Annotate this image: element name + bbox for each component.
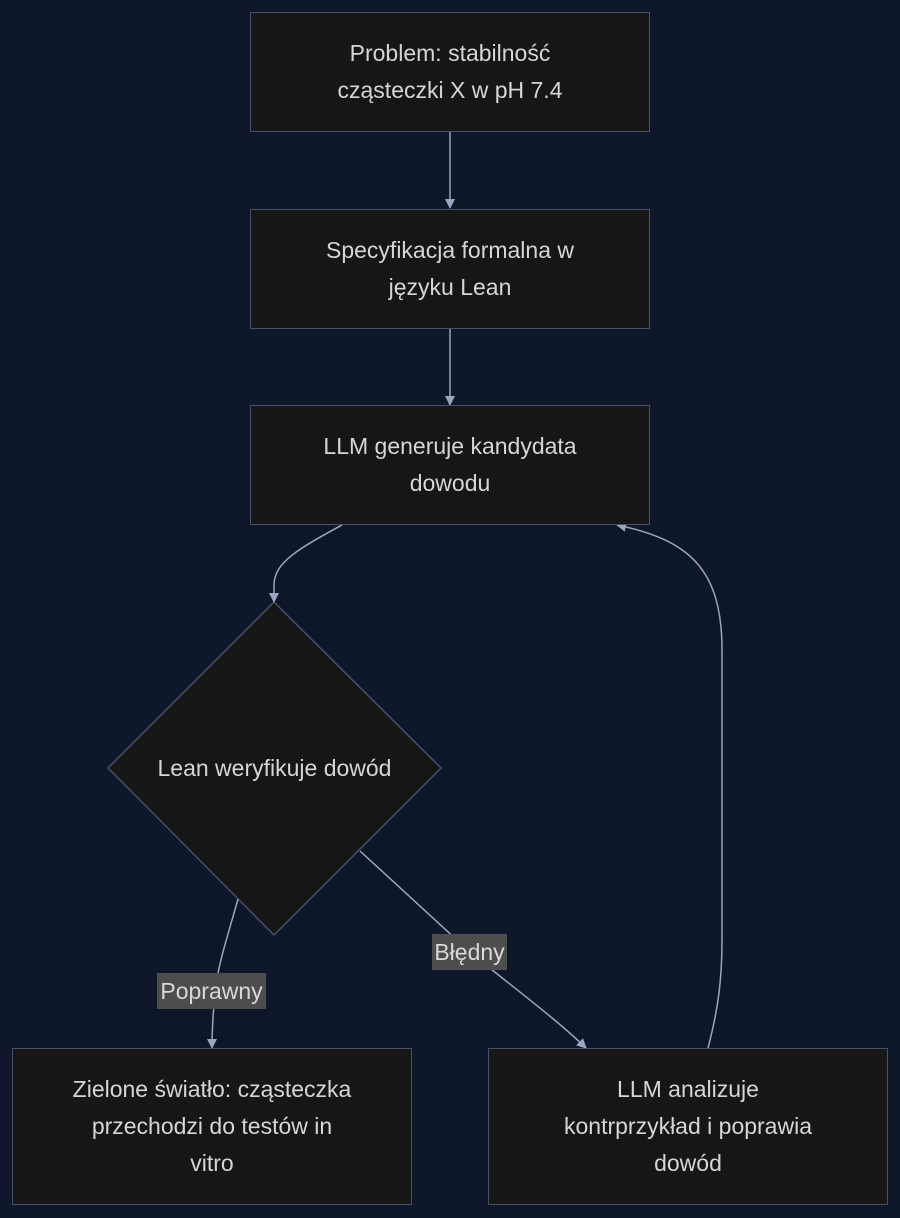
node-problem-line2: cząsteczki X w pH 7.4 [337,77,563,103]
node-verify-label: Lean weryfikuje dowód [157,755,392,781]
node-generate-line1: LLM generuje kandydata [323,433,577,459]
edge-label-correct: Poprawny [157,973,266,1009]
node-spec-line2: języku Lean [388,274,512,300]
node-spec[interactable]: Specyfikacja formalna w języku Lean [250,209,650,329]
node-generate[interactable]: LLM generuje kandydata dowodu [250,405,650,525]
node-green-line3: vitro [190,1150,234,1176]
node-problem-line1: Problem: stabilność [349,40,551,66]
node-generate-line2: dowodu [409,470,491,496]
node-analyze[interactable]: LLM analizuje kontrprzykład i poprawia d… [488,1048,888,1205]
node-analyze-line3: dowód [654,1150,722,1176]
edge-generate-to-verify [269,524,343,603]
node-green-line2: przechodzi do testów in [91,1113,333,1139]
node-analyze-line2: kontrprzykład i poprawia [563,1113,812,1139]
edge-label-wrong: Błędny [432,934,507,970]
node-problem[interactable]: Problem: stabilność cząsteczki X w pH 7.… [250,12,650,132]
node-spec-line1: Specyfikacja formalna w [326,237,574,263]
edge-analyze-to-generate [616,521,723,1049]
node-analyze-line1: LLM analizuje [617,1076,759,1102]
node-green-light[interactable]: Zielone światło: cząsteczka przechodzi d… [12,1048,412,1205]
node-green-line1: Zielone światło: cząsteczka [72,1076,352,1102]
decision-diamond[interactable] [106,600,443,937]
